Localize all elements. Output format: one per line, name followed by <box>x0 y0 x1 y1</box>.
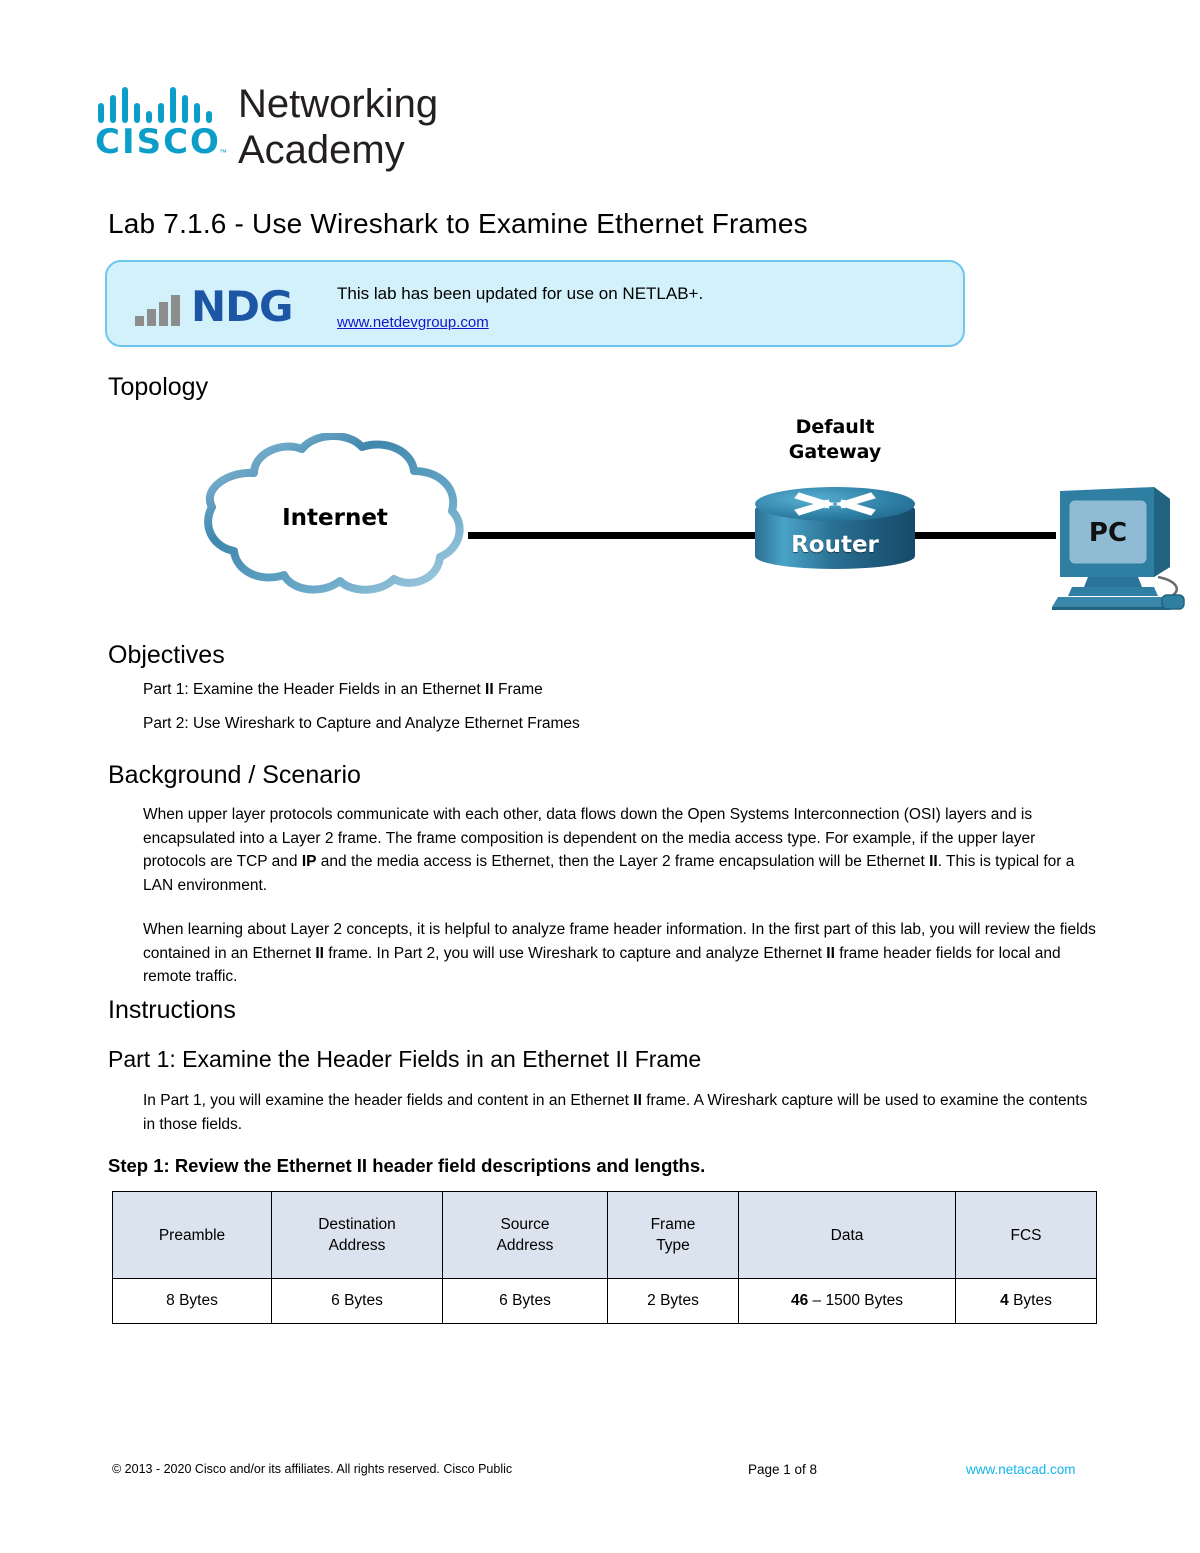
footer-netacad-link[interactable]: www.netacad.com <box>966 1462 1076 1477</box>
header-cell-fcs: FCS <box>955 1191 1097 1279</box>
gateway-label-line2: Gateway <box>788 441 882 463</box>
svg-text:PC: PC <box>1089 518 1127 548</box>
internet-cloud-icon: Internet <box>190 431 480 598</box>
router-label: Router <box>791 532 879 558</box>
ethernet-frame-fields-table: Preamble Destination Address Source Addr… <box>112 1191 1097 1324</box>
objective-part1: Part 1: Examine the Header Fields in an … <box>143 681 543 698</box>
brand-line-academy: Academy <box>238 128 405 172</box>
section-heading-background: Background / Scenario <box>108 761 361 789</box>
bar-chart-icon <box>135 292 193 326</box>
header-cell-frame-type: Frame Type <box>607 1191 739 1279</box>
footer-page-number: Page 1 of 8 <box>748 1462 818 1477</box>
link-cloud-to-router <box>468 532 763 539</box>
background-paragraph-1: When upper layer protocols communicate w… <box>143 806 1075 894</box>
brand-line-networking: Networking <box>238 82 439 126</box>
ndg-logo: NDG <box>135 282 320 331</box>
objective-part2: Part 2: Use Wireshark to Capture and Ana… <box>143 715 580 732</box>
router-top-face <box>755 487 915 521</box>
value-cell-data: 46 – 1500 Bytes <box>738 1278 956 1324</box>
cloud-label: Internet <box>282 505 388 531</box>
background-paragraph-2: When learning about Layer 2 concepts, it… <box>143 921 1096 985</box>
footer-copyright: © 2013 - 2020 Cisco and/or its affiliate… <box>112 1462 513 1476</box>
header-cell-source-address: Source Address <box>442 1191 608 1279</box>
page-title: Lab 7.1.6 - Use Wireshark to Examine Eth… <box>108 208 808 239</box>
ndg-message: This lab has been updated for use on NET… <box>337 284 704 303</box>
link-router-to-pc <box>906 532 1056 539</box>
value-cell-frame-type: 2 Bytes <box>607 1278 739 1324</box>
table-row: 8 Bytes 6 Bytes 6 Bytes 2 Bytes 46 – 150… <box>112 1278 1097 1324</box>
table-header-row: Preamble Destination Address Source Addr… <box>112 1191 1097 1279</box>
section-heading-instructions: Instructions <box>108 996 236 1024</box>
desktop-pc-icon: PC <box>1042 485 1192 610</box>
ndg-wordmark: NDG <box>191 282 293 331</box>
value-cell-destination-address: 6 Bytes <box>271 1278 443 1324</box>
ndg-notice-banner: NDG This lab has been updated for use on… <box>105 260 965 347</box>
header-cell-preamble: Preamble <box>112 1191 272 1279</box>
value-cell-source-address: 6 Bytes <box>442 1278 608 1324</box>
netdevgroup-link[interactable]: www.netdevgroup.com <box>337 314 489 331</box>
section-heading-part1: Part 1: Examine the Header Fields in an … <box>108 1046 702 1072</box>
gateway-label-line1: Default <box>795 416 875 438</box>
trademark-symbol: ™ <box>219 148 227 157</box>
cisco-bridge-icon <box>98 83 228 123</box>
header-cell-data: Data <box>738 1191 956 1279</box>
cisco-wordmark: CISCO <box>95 122 221 162</box>
value-cell-fcs: 4 Bytes <box>955 1278 1097 1324</box>
topology-diagram: Internet Default Gateway Router <box>180 415 1185 630</box>
router-icon: Router <box>755 487 915 582</box>
value-cell-preamble: 8 Bytes <box>112 1278 272 1324</box>
header-cell-destination-address: Destination Address <box>271 1191 443 1279</box>
section-heading-objectives: Objectives <box>108 641 225 669</box>
cisco-networking-academy-logo: CISCO ™ Networking Academy <box>95 78 515 178</box>
section-heading-step1: Step 1: Review the Ethernet II header fi… <box>108 1155 706 1176</box>
default-gateway-label: Default Gateway <box>740 415 930 465</box>
section-heading-topology: Topology <box>108 373 209 401</box>
part1-intro-paragraph: In Part 1, you will examine the header f… <box>143 1092 1088 1133</box>
